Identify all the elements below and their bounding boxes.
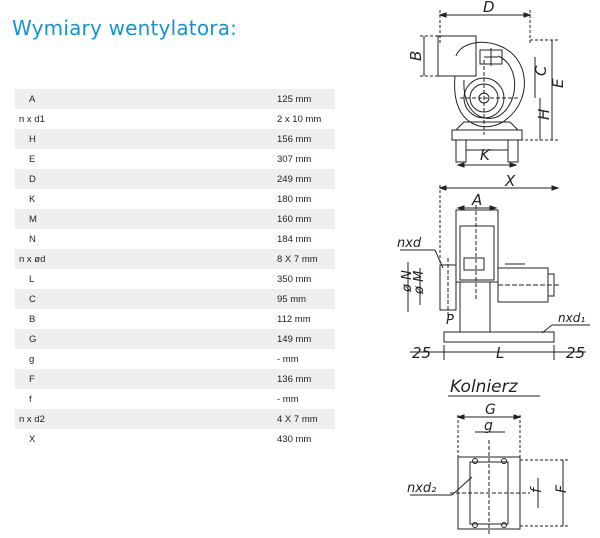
dimension-label: H [15,129,79,149]
dimension-value: - mm [79,349,335,369]
dim-label-K: K [480,146,491,164]
dim-label-A: A [471,191,482,209]
dim-label-nxd: nxd [397,236,422,251]
dimension-label: X [15,429,79,449]
dim-label-25-left: 25 [412,344,431,362]
dim-label-f: f [529,486,545,493]
dimension-label: n x d1 [15,109,79,129]
dimension-value: 350 mm [79,269,335,289]
dim-label-X: X [504,172,516,190]
dimension-value: 180 mm [79,189,335,209]
dimension-value: 95 mm [79,289,335,309]
dimension-label: B [15,309,79,329]
dimension-value: 125 mm [79,89,335,109]
dimension-label: C [15,289,79,309]
dimension-row: g- mm [15,349,335,369]
dim-label-C: C [532,65,550,76]
dim-label-nxd2: nxd₂ [407,481,436,496]
dimension-value: - mm [79,389,335,409]
dimension-label: D [15,169,79,189]
dimension-value: 430 mm [79,429,335,449]
dim-label-E: E [549,78,567,88]
dim-label-G: G [485,402,496,418]
dimension-value: 2 x 10 mm [79,109,335,129]
dimension-value: 112 mm [79,309,335,329]
dim-label-H: H [535,109,553,120]
dim-label-nxd1: nxd₁ [558,311,585,325]
dimension-label: K [15,189,79,209]
dimension-label: n x ød [15,249,79,269]
dimension-label: n x d2 [15,409,79,429]
page-title: Wymiary wentylatora: [12,16,238,40]
dimension-value: 160 mm [79,209,335,229]
dimension-label: M [15,209,79,229]
dimension-label: E [15,149,79,169]
dimension-value: 249 mm [79,169,335,189]
dimension-label: g [15,349,79,369]
dim-label-B: B [407,51,425,61]
dimension-label: L [15,269,79,289]
dim-label-N: ø N [400,270,415,293]
dimension-label: f [15,389,79,409]
dimension-value: 184 mm [79,229,335,249]
flange-view-drawing: G g nxd₂ f F [407,402,570,535]
dim-label-L: L [496,344,504,362]
dimension-value: 136 mm [79,369,335,389]
dim-label-25-right: 25 [566,344,585,362]
dimension-label: G [15,329,79,349]
technical-drawings: D B K C E H [397,0,590,535]
front-view-drawing: X A nxd ø N ø M P nxd [397,172,590,362]
side-view-drawing: D B K C E H [407,0,567,168]
dimension-row: f- mm [15,389,335,409]
dimension-value: 149 mm [79,329,335,349]
dim-label-g: g [484,418,493,434]
flange-title: Kolnierz [450,377,519,397]
dimension-value: 307 mm [79,149,335,169]
dim-label-M: ø M [412,271,427,295]
dimension-label: F [15,369,79,389]
dimension-label: N [15,229,79,249]
dim-label-F: F [554,484,570,493]
dimension-value: 8 X 7 mm [79,249,335,269]
dimension-value: 4 X 7 mm [79,409,335,429]
dim-label-P: P [446,313,454,328]
dimension-label: A [15,89,79,109]
dimension-value: 156 mm [79,129,335,149]
dim-label-D: D [483,0,495,16]
